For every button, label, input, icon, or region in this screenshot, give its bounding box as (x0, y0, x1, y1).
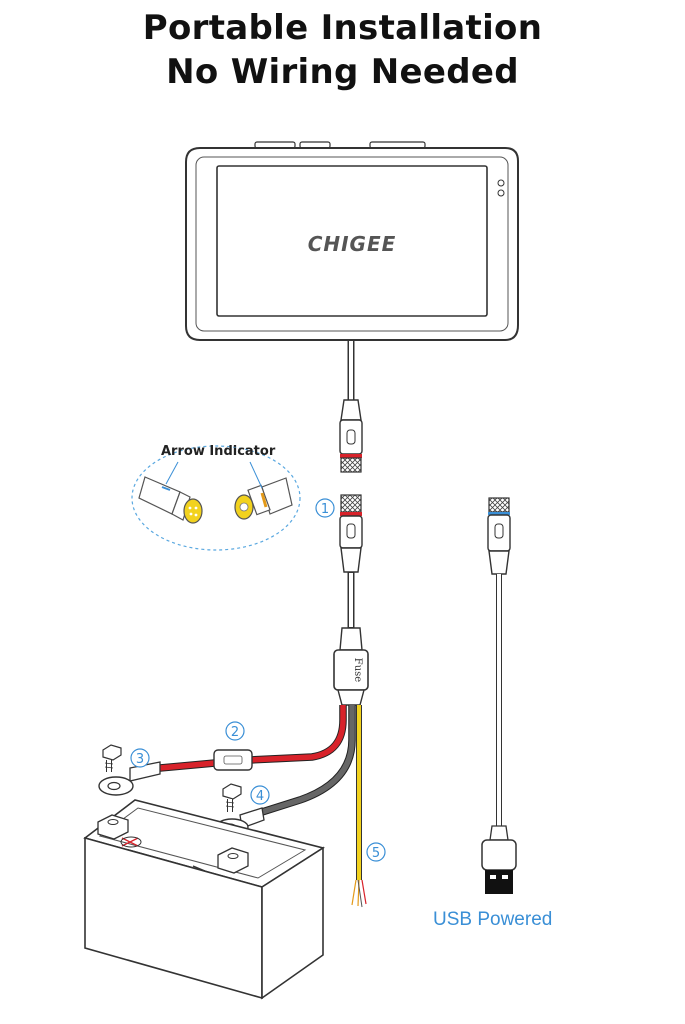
battery (83, 799, 325, 1000)
arrow-indicator-detail (131, 445, 301, 551)
brand-logo: CHIGEE (308, 232, 397, 256)
svg-text:2: 2 (231, 725, 239, 740)
bolt-negative (222, 783, 242, 812)
inline-fuse (213, 749, 253, 771)
yellow-acc-wire (351, 705, 367, 908)
callout-4: 4 (250, 785, 270, 805)
display-cable-connector (339, 399, 363, 473)
title-line-2: No Wiring Needed (166, 52, 519, 92)
display-device: CHIGEE (185, 141, 519, 341)
callout-5: 5 (366, 842, 386, 862)
arrow-indicator-label: Arrow Indicator (161, 444, 276, 459)
svg-text:5: 5 (372, 846, 380, 861)
callout-3: 3 (130, 748, 150, 768)
power-harness: Fuse (333, 494, 369, 706)
title-line-1: Portable Installation (142, 8, 543, 48)
svg-text:3: 3 (136, 752, 144, 767)
callout-2: 2 (225, 721, 245, 741)
usb-powered-label: USB Powered (433, 909, 553, 930)
bolt-positive (102, 744, 122, 772)
svg-text:1: 1 (321, 502, 329, 517)
svg-text:4: 4 (256, 789, 264, 804)
callout-1: 1 (315, 498, 335, 518)
fuse-label: Fuse (352, 658, 363, 683)
usb-power-cable (481, 497, 517, 894)
